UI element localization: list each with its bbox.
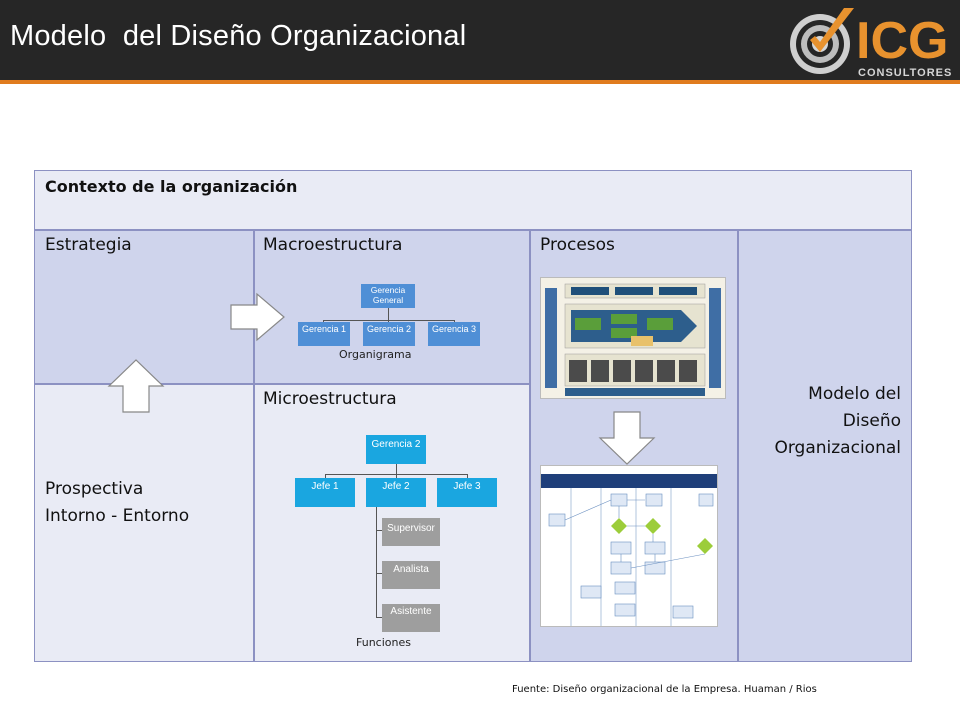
procesos-label: Procesos	[540, 235, 615, 255]
micro-top-box: Gerencia 2	[366, 435, 426, 464]
estrategia-label: Estrategia	[45, 235, 132, 255]
organigrama-caption: Organigrama	[339, 348, 412, 361]
microestructura-label: Microestructura	[263, 389, 397, 409]
header-accent-line	[0, 80, 960, 84]
micro-child-1: Jefe 1	[295, 478, 355, 507]
logo-target-icon	[790, 8, 854, 74]
up-arrow-icon	[107, 359, 165, 413]
icg-logo: ICG CONSULTORES	[790, 8, 952, 79]
org-top-box: Gerencia General	[361, 284, 415, 308]
entorno-label: Intorno - Entorno	[45, 506, 190, 526]
modelo-label: Modelo del Diseño Organizacional	[774, 384, 901, 458]
right-arrow-icon	[230, 292, 285, 342]
context-label: Contexto de la organización	[45, 177, 298, 196]
micro-child-2: Jefe 2	[366, 478, 426, 507]
slide-title: Modelo del Diseño Organizacional	[10, 20, 467, 52]
org-child-1: Gerencia 1	[298, 322, 350, 346]
source-note: Fuente: Diseño organizacional de la Empr…	[512, 684, 817, 695]
logo-text: ICG	[856, 12, 948, 70]
micro-sub-1: Supervisor	[382, 518, 440, 546]
prospectiva-label: Prospectiva	[45, 479, 144, 499]
org-child-3: Gerencia 3	[428, 322, 480, 346]
micro-child-3: Jefe 3	[437, 478, 497, 507]
modelo-cell: Modelo del Diseño Organizacional	[738, 230, 912, 662]
org-child-2: Gerencia 2	[363, 322, 415, 346]
logo-subtext: CONSULTORES	[858, 67, 952, 79]
funciones-caption: Funciones	[356, 636, 411, 649]
down-arrow-icon	[598, 411, 656, 465]
macroestructura-label: Macroestructura	[263, 235, 403, 255]
process-map-image	[540, 277, 726, 399]
micro-sub-3: Asistente	[382, 604, 440, 632]
flowchart-image	[540, 465, 718, 627]
context-cell: Contexto de la organización	[34, 170, 912, 230]
estrategia-cell: Estrategia	[34, 230, 254, 384]
prospectiva-cell: Prospectiva Intorno - Entorno	[34, 384, 254, 662]
micro-sub-2: Analista	[382, 561, 440, 589]
